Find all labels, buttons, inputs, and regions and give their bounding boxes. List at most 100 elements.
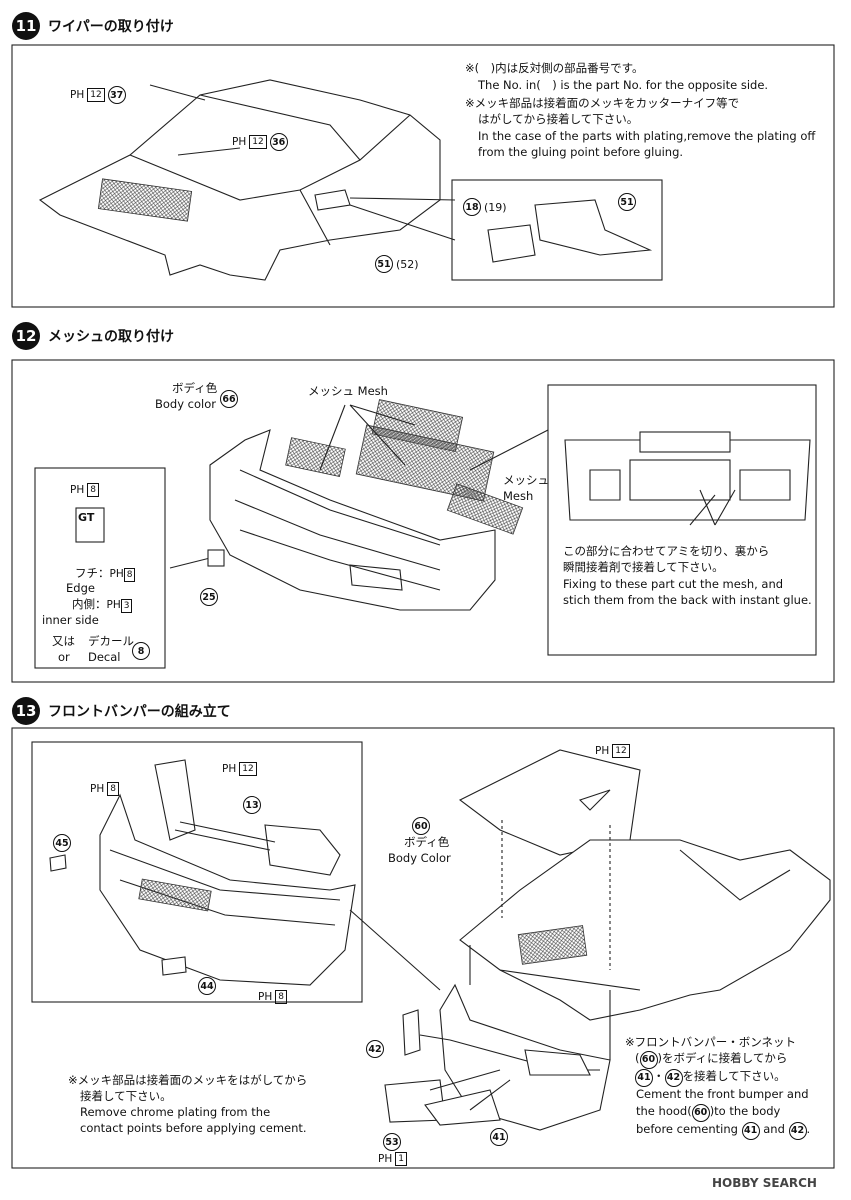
step12-title: メッシュの取り付け bbox=[48, 329, 174, 345]
step12-decal-en: Decal bbox=[88, 650, 121, 664]
step12-part-25: 25 bbox=[200, 588, 218, 606]
mirror-housing bbox=[534, 199, 653, 256]
step13-car-illustration bbox=[458, 749, 831, 1060]
part-66: 66 bbox=[220, 390, 238, 408]
step12-or-en: or bbox=[58, 650, 70, 664]
part-41: 41 bbox=[490, 1128, 508, 1146]
step13-paint-8a: PH 8 bbox=[90, 782, 119, 796]
step12-emblem-box bbox=[34, 467, 166, 669]
part-45-shape bbox=[49, 854, 67, 872]
step13-part-45: 45 bbox=[53, 834, 71, 852]
step13-part-60: 60 bbox=[412, 817, 430, 835]
emblem-part-25 bbox=[207, 549, 225, 567]
step13-bumper-illustration bbox=[99, 759, 356, 986]
step13-paint-8b: PH 8 bbox=[258, 990, 287, 1004]
step13-part-44: 44 bbox=[198, 977, 216, 995]
step13-number: 13 bbox=[12, 697, 40, 725]
part-25: 25 bbox=[200, 588, 218, 606]
step12-mesh-pieces bbox=[285, 399, 524, 535]
step12-emblem-paint: PH 8 bbox=[70, 483, 99, 497]
step11-part-51-52: 51 (52) bbox=[375, 255, 419, 273]
step12-note-inset bbox=[547, 384, 817, 656]
step12-note-en2: stich them from the back with instant gl… bbox=[563, 593, 812, 607]
part-44-shape bbox=[161, 956, 187, 976]
step12-bumper-illustration bbox=[209, 429, 496, 611]
part-37: 37 bbox=[107, 86, 126, 104]
step12-decal-number: 8 bbox=[132, 642, 150, 660]
step13-body-color-en: Body Color bbox=[388, 851, 451, 865]
step13-right-note-jp1: ※フロントバンパー・ボンネット bbox=[625, 1035, 796, 1049]
step12-or-jp: 又は bbox=[52, 634, 75, 648]
step13-left-note-en2: contact points before applying cement. bbox=[80, 1121, 307, 1135]
step11-number: 11 bbox=[12, 12, 40, 40]
step13-paint-12b: PH 12 bbox=[595, 744, 630, 758]
part-51b: 51 bbox=[618, 193, 636, 211]
part-53: 53 bbox=[383, 1133, 401, 1151]
gtr-emblem-text: GT bbox=[78, 511, 95, 524]
part-42: 42 bbox=[366, 1040, 384, 1058]
step13-part-53: 53 bbox=[383, 1133, 401, 1151]
part-36: 36 bbox=[269, 133, 288, 151]
step11-paint-code-37: PH 12 37 bbox=[70, 86, 126, 104]
mirror-glass bbox=[487, 224, 536, 263]
step13-part-42: 42 bbox=[366, 1040, 384, 1058]
step12-mesh-label: メッシュ Mesh bbox=[308, 384, 388, 398]
step13-body-color-jp: ボディ色 bbox=[404, 835, 450, 849]
step12-number: 12 bbox=[12, 322, 40, 350]
step11-note2-jp2: はがしてから接着して下さい。 bbox=[478, 112, 639, 126]
grille-detail bbox=[564, 431, 811, 526]
step12-mesh-en: Mesh bbox=[503, 489, 534, 503]
step12-header: 12 メッシュの取り付け bbox=[12, 322, 174, 350]
step13-title: フロントバンパーの組み立て bbox=[48, 704, 231, 720]
step13-right-note-jp2: (60)をボディに接着してから bbox=[635, 1050, 787, 1069]
step11-note1-en: The No. in( ) is the part No. for the op… bbox=[478, 78, 769, 92]
step11-title: ワイパーの取り付け bbox=[48, 19, 174, 35]
gtr-emblem-box bbox=[75, 507, 105, 543]
step11-note1-jp: ※( )内は反対側の部品番号です。 bbox=[465, 61, 644, 75]
part-13: 13 bbox=[243, 796, 261, 814]
step12-part-66: 66 bbox=[220, 390, 238, 408]
step13-panel bbox=[11, 727, 835, 1169]
step11-mirror-inset bbox=[451, 179, 663, 281]
part-45: 45 bbox=[53, 834, 71, 852]
step12-body-color-jp: ボディ色 bbox=[172, 381, 218, 395]
step11-panel bbox=[11, 44, 835, 308]
step13-left-note-jp1: ※メッキ部品は接着面のメッキをはがしてから bbox=[68, 1073, 308, 1087]
step12-body-color-en: Body color bbox=[155, 397, 217, 411]
step11-part-18-19: 18 (19) bbox=[463, 198, 507, 216]
step12-mesh-jp: メッシュ bbox=[503, 473, 549, 487]
step13-paint-12: PH 12 bbox=[222, 762, 257, 776]
step13-left-note-en1: Remove chrome plating from the bbox=[80, 1105, 271, 1119]
step13-right-note-en1: Cement the front bumper and bbox=[636, 1087, 809, 1101]
step11-note2-en2: from the gluing point before gluing. bbox=[478, 145, 684, 159]
step12-inner-en: inner side bbox=[42, 613, 99, 627]
step11-paint-code-36: PH 12 36 bbox=[232, 133, 288, 151]
step13-bumper-inset bbox=[31, 741, 363, 1003]
step11-note2-en1: In the case of the parts with plating,re… bbox=[478, 129, 816, 143]
step11-header: 11 ワイパーの取り付け bbox=[12, 12, 174, 40]
step13-part-13: 13 bbox=[243, 796, 261, 814]
step13-part-41: 41 bbox=[490, 1128, 508, 1146]
step12-edge-en: Edge bbox=[66, 581, 95, 595]
step12-note-en1: Fixing to these part cut the mesh, and bbox=[563, 577, 784, 591]
part-41-shape bbox=[424, 1089, 501, 1126]
step13-header: 13 フロントバンパーの組み立て bbox=[12, 697, 231, 725]
part-18: 18 bbox=[463, 198, 481, 216]
step11-note2-jp1: ※メッキ部品は接着面のメッキをカッターナイフ等で bbox=[465, 96, 740, 110]
step13-left-note-jp2: 接着して下さい。 bbox=[80, 1089, 172, 1103]
part-42-shape bbox=[402, 1009, 421, 1056]
part-51: 51 bbox=[375, 255, 393, 273]
step11-car-illustration bbox=[38, 79, 456, 281]
watermark: HOBBY SEARCH bbox=[712, 1176, 817, 1190]
step12-decal-jp: デカール bbox=[88, 634, 134, 648]
step12-note-jp1: この部分に合わせてアミを切り、裏から bbox=[563, 544, 770, 558]
step11-part-51b: 51 bbox=[618, 193, 636, 211]
step13-paint-1: PH 1 bbox=[378, 1152, 407, 1166]
step13-right-note-en3: before cementing 41 and 42. bbox=[636, 1121, 810, 1140]
step12-note-jp2: 瞬間接着剤で接着して下さい。 bbox=[563, 560, 724, 574]
step13-right-note-en2: the hood(60)to the body bbox=[636, 1103, 780, 1122]
